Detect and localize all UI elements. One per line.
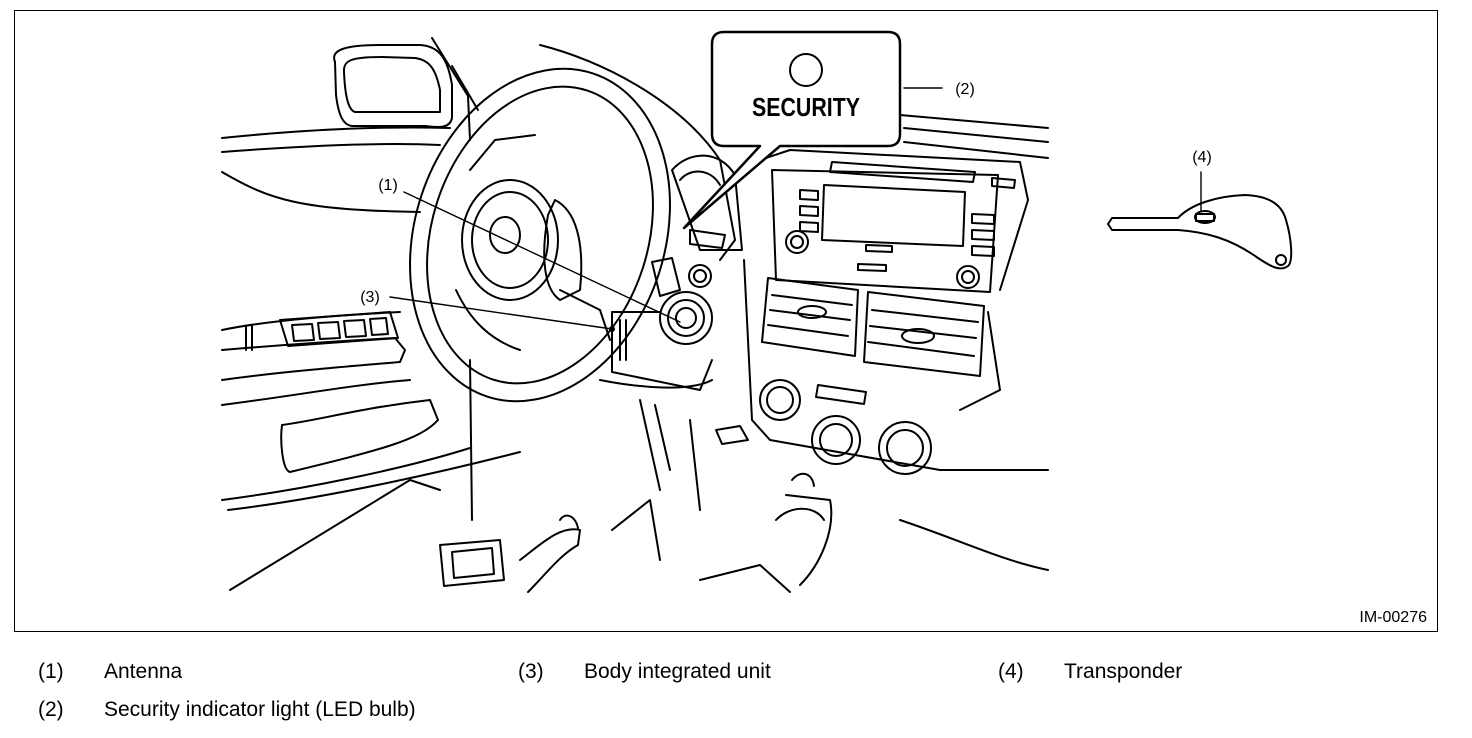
security-led-icon (789, 53, 823, 87)
dashboard-line-drawing: SECURITY (1) (2) (3) (4) (221, 30, 1293, 593)
ignition-cylinder (599, 257, 713, 491)
door-panel (221, 126, 521, 521)
callout-label-4: (4) (1192, 149, 1212, 166)
legend-number-2: (2) (38, 698, 64, 721)
legend-number-1: (1) (38, 660, 64, 683)
legend-number-3: (3) (518, 660, 544, 683)
side-mirror (333, 37, 479, 141)
security-callout (682, 30, 902, 230)
leader-line-1 (403, 191, 681, 323)
dash-top (759, 114, 1049, 159)
callout-label-2: (2) (955, 81, 975, 98)
legend-text-transponder: Transponder (1064, 660, 1183, 683)
leader-line-3 (389, 296, 613, 330)
instrument-cluster (539, 44, 743, 261)
steering-wheel (409, 67, 671, 403)
window-switch-panel (279, 311, 399, 347)
leader-lines (389, 87, 1202, 330)
legend-number-4: (4) (998, 660, 1024, 683)
transponder-key (1107, 194, 1293, 270)
legend-text-body-unit: Body integrated unit (584, 660, 771, 683)
callout-label-1: (1) (378, 177, 398, 194)
floor-and-seat (229, 419, 701, 593)
body-unit-marker (609, 326, 615, 332)
legend-text-security-light: Security indicator light (LED bulb) (104, 698, 416, 721)
center-console (699, 149, 1049, 593)
figure-id-label: IM-00276 (1359, 609, 1427, 626)
figure-frame: IM-00276 (14, 10, 1438, 632)
security-badge-text: SECURITY (752, 92, 860, 122)
legend-text-antenna: Antenna (104, 660, 183, 683)
callout-label-3: (3) (360, 289, 380, 306)
